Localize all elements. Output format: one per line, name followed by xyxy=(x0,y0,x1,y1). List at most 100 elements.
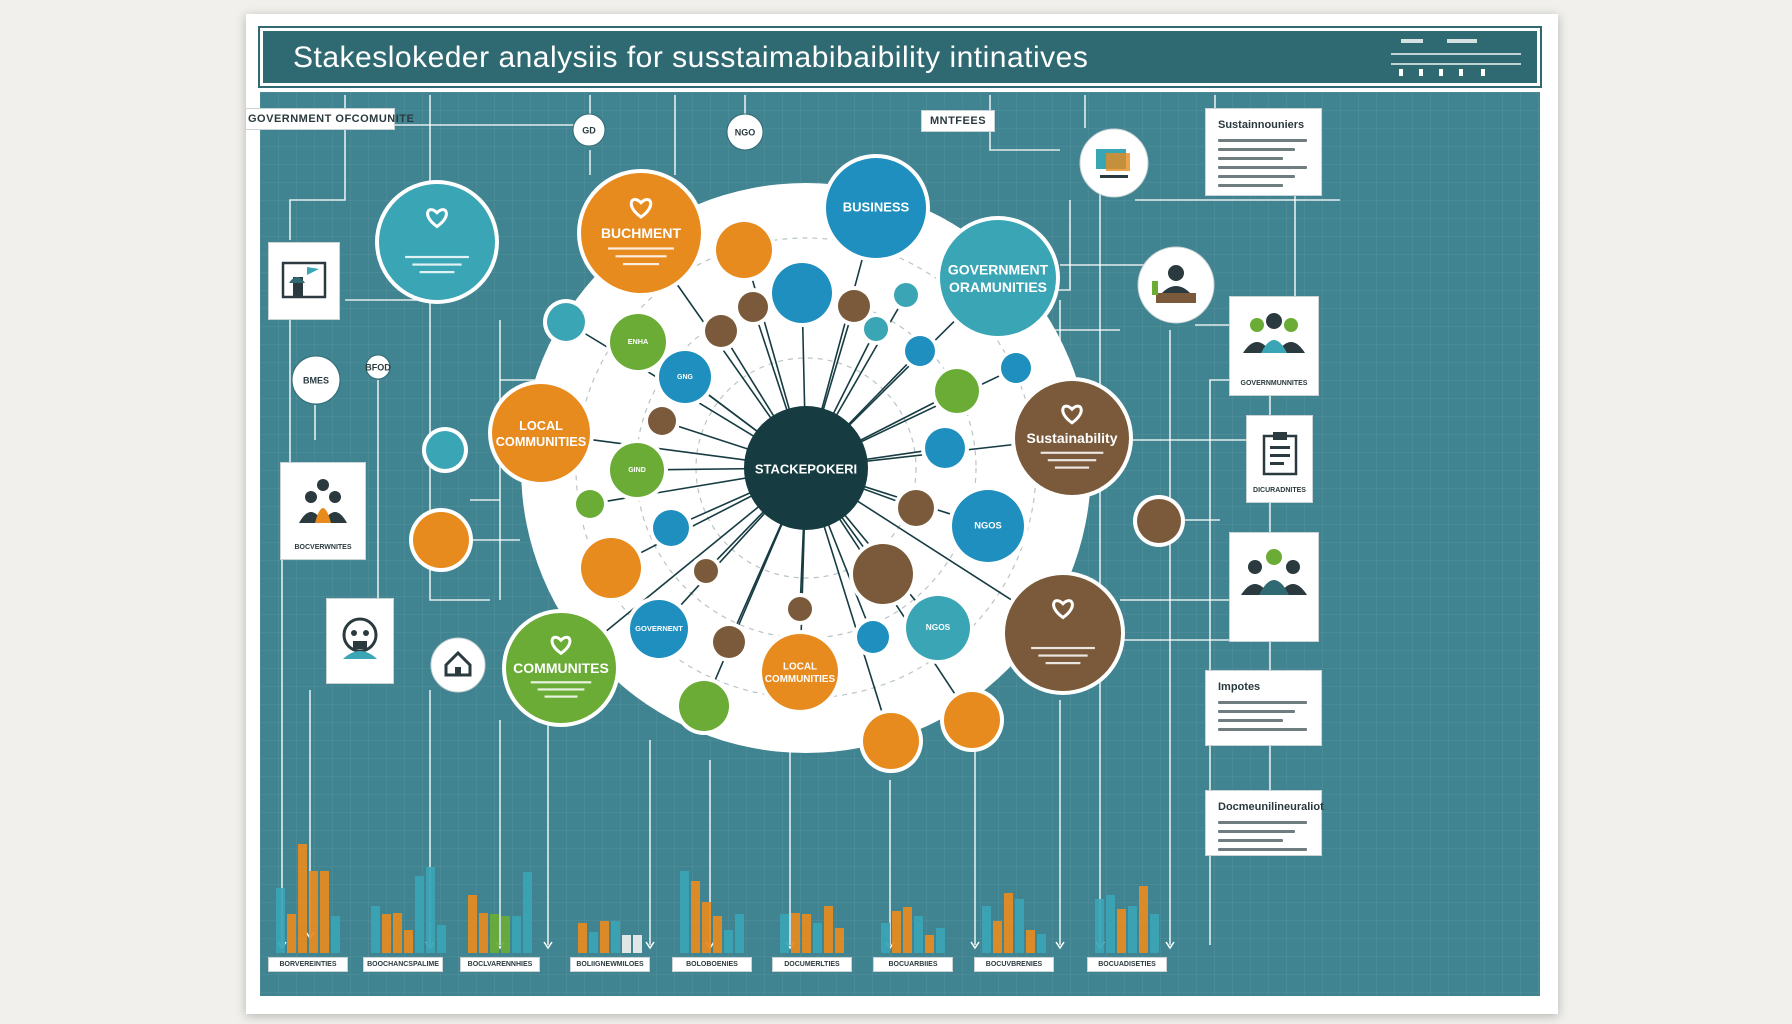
title-bar: Stakeslokeder analysiis for susstaimabib… xyxy=(258,26,1542,88)
document-icon xyxy=(1079,128,1149,198)
node-label: GOVERNMENT xyxy=(948,262,1049,278)
heart-icon xyxy=(1052,599,1074,620)
icon-card-caption: BOCVERWNITES xyxy=(294,544,352,551)
node-br1 xyxy=(701,311,741,351)
node-label: LOCAL xyxy=(519,418,563,433)
text-line xyxy=(1218,175,1295,178)
bar xyxy=(309,871,318,953)
bar xyxy=(298,844,307,953)
white-node-label: GD xyxy=(582,125,596,135)
bar xyxy=(393,913,402,953)
node-b5 xyxy=(997,349,1035,387)
bar xyxy=(936,928,945,953)
node-heart-teal xyxy=(375,180,499,304)
node-t2 xyxy=(890,279,922,311)
box-label-box-mntfees: MNTFEES xyxy=(921,110,995,132)
text-line xyxy=(1218,184,1283,187)
sub-text-line xyxy=(537,688,585,691)
node-label: NGOS xyxy=(926,622,951,632)
node-label: GOVERNENT xyxy=(635,624,683,633)
bar xyxy=(1117,909,1126,953)
bar xyxy=(982,906,991,953)
bar xyxy=(589,932,598,953)
bar xyxy=(501,916,510,953)
icon-card-ic-leaders xyxy=(1229,532,1319,642)
node-label: GIND xyxy=(628,467,646,474)
text-line xyxy=(1218,710,1295,713)
node-gov-small: GOVERNENT xyxy=(626,596,692,662)
house-icon xyxy=(430,637,486,693)
bar-group-caption: BOLOBOENIES xyxy=(672,957,752,972)
flag-building-icon xyxy=(269,257,339,301)
sub-text-line xyxy=(405,255,469,259)
stakeholder-nodes: BUCHMENTBUSINESSGOVERNMENTORAMUNITIESLOC… xyxy=(375,154,1185,773)
node-sustain: Sustainability xyxy=(1011,377,1133,499)
bar xyxy=(600,921,609,953)
node-o4 xyxy=(859,709,923,773)
bar-group-caption: BOOCHANCSPALIME xyxy=(363,957,443,972)
text-line xyxy=(1218,701,1307,704)
bar xyxy=(993,921,1002,953)
node-b7 xyxy=(853,617,893,657)
icon-card-ic-flag xyxy=(268,242,340,320)
node-br5 xyxy=(894,486,938,530)
bar xyxy=(903,907,912,953)
bar xyxy=(1150,914,1159,953)
header-mini-chart-icon xyxy=(1391,39,1521,76)
bar xyxy=(415,876,424,953)
bar xyxy=(702,902,711,953)
white-node-w-ngo: NGO xyxy=(726,113,764,151)
bar xyxy=(287,914,296,953)
text-line xyxy=(1218,719,1283,722)
node-label: LOCAL xyxy=(783,662,817,673)
node-b2: GNG xyxy=(655,347,715,407)
node-b6 xyxy=(649,506,693,550)
bar xyxy=(680,871,689,953)
bar xyxy=(824,906,833,953)
round-icon-nodes xyxy=(430,128,1215,693)
center-label: STACKEPOKERI xyxy=(755,461,857,476)
sub-text-line xyxy=(615,255,667,258)
white-node-label: BMES xyxy=(303,375,329,385)
heart-icon xyxy=(629,198,653,219)
info-card-title: Impotes xyxy=(1218,681,1261,693)
bar xyxy=(780,914,789,953)
node-g1: ENHA xyxy=(606,310,670,374)
bar xyxy=(426,867,435,953)
node-communities: COMMUNITES xyxy=(502,609,620,727)
white-label-nodes: GD NGO BMES BFOD xyxy=(291,113,764,405)
node-b4 xyxy=(921,424,969,472)
bar xyxy=(1128,906,1137,953)
white-node-label: BFOD xyxy=(365,362,391,372)
bar xyxy=(523,872,532,953)
node-br9 xyxy=(709,622,749,662)
node-o2 xyxy=(409,508,473,572)
white-node-w-bmes: BMES xyxy=(291,355,341,405)
icon-card-ic-clipboard: DICURADNITES xyxy=(1246,415,1313,503)
bar xyxy=(1106,895,1115,953)
info-card-title: Docmeunilineuraliot xyxy=(1218,801,1324,813)
info-card-card-bottom: Docmeunilineuraliot xyxy=(1205,790,1324,856)
group-icon xyxy=(1230,311,1318,355)
icon-card-ic-people: BOCVERWNITES xyxy=(280,462,366,560)
node-br3 xyxy=(834,286,874,326)
sub-text-line xyxy=(1045,662,1081,665)
node-br2 xyxy=(734,288,772,326)
bar xyxy=(1095,899,1104,953)
node-label: GNG xyxy=(677,374,694,381)
bar xyxy=(835,928,844,953)
heart-icon xyxy=(1061,404,1083,425)
node-label-2: COMMUNITIES xyxy=(765,674,836,685)
sub-text-line xyxy=(419,271,455,274)
text-line xyxy=(1218,148,1295,151)
node-o5 xyxy=(940,688,1004,752)
sub-text-line xyxy=(1040,451,1104,454)
bar xyxy=(802,914,811,953)
bar xyxy=(925,935,934,953)
bar xyxy=(468,895,477,953)
bar xyxy=(404,930,413,953)
bar xyxy=(276,888,285,953)
bar xyxy=(1139,886,1148,953)
